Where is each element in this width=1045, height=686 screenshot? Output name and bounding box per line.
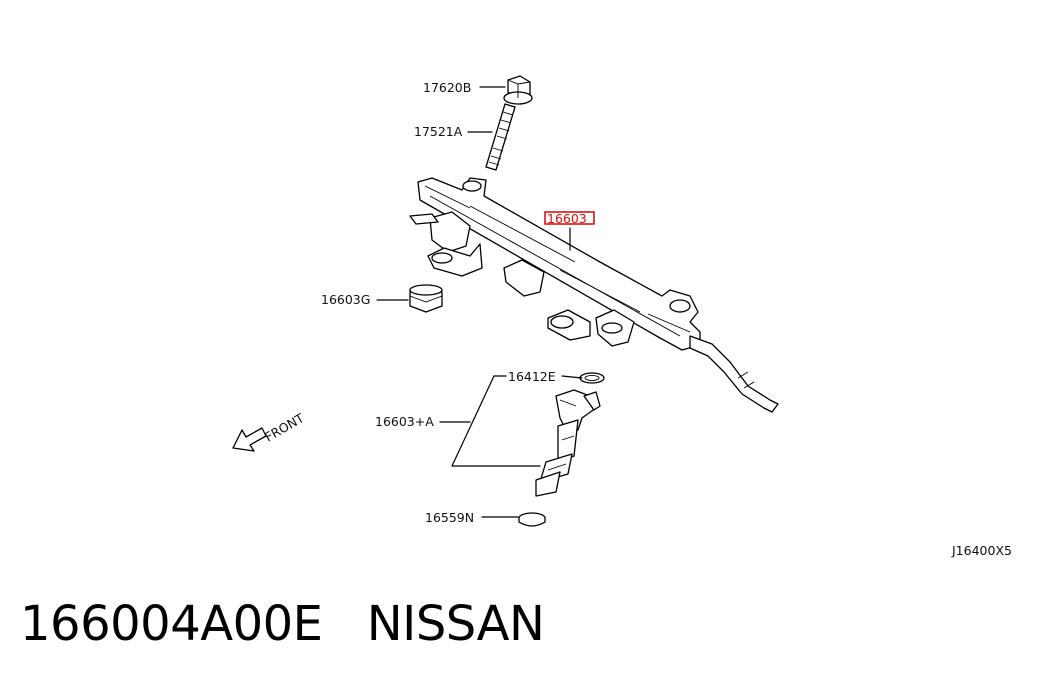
fuel-injector[interactable]: [535, 389, 601, 497]
o-ring[interactable]: [579, 372, 605, 384]
front-label: FRONT: [262, 410, 307, 445]
callout-16559n: 16559N: [425, 510, 474, 525]
insulator[interactable]: [409, 284, 443, 313]
brand-name: NISSAN: [366, 596, 545, 652]
callout-16412e: 16412E: [508, 369, 556, 384]
part-caption: 166004A00E NISSAN: [20, 596, 545, 652]
callout-16603[interactable]: 16603: [547, 211, 587, 226]
callout-17521a: 17521A: [414, 124, 463, 139]
injector-seal[interactable]: [518, 512, 546, 527]
fuel-rail[interactable]: [409, 177, 779, 413]
stud-bolt[interactable]: [485, 103, 516, 171]
callout-17620b: 17620B: [423, 80, 471, 95]
highlight-box: [544, 211, 595, 225]
flange-nut[interactable]: [503, 75, 533, 105]
catalog-code: J16400X5: [951, 543, 1012, 558]
front-arrow-icon: [232, 427, 267, 452]
callout-16603g: 16603G: [321, 292, 370, 307]
leader-lines: [376, 86, 583, 518]
part-number: 166004A00E: [20, 596, 323, 652]
callout-16603-a: 16603+A: [375, 414, 434, 429]
